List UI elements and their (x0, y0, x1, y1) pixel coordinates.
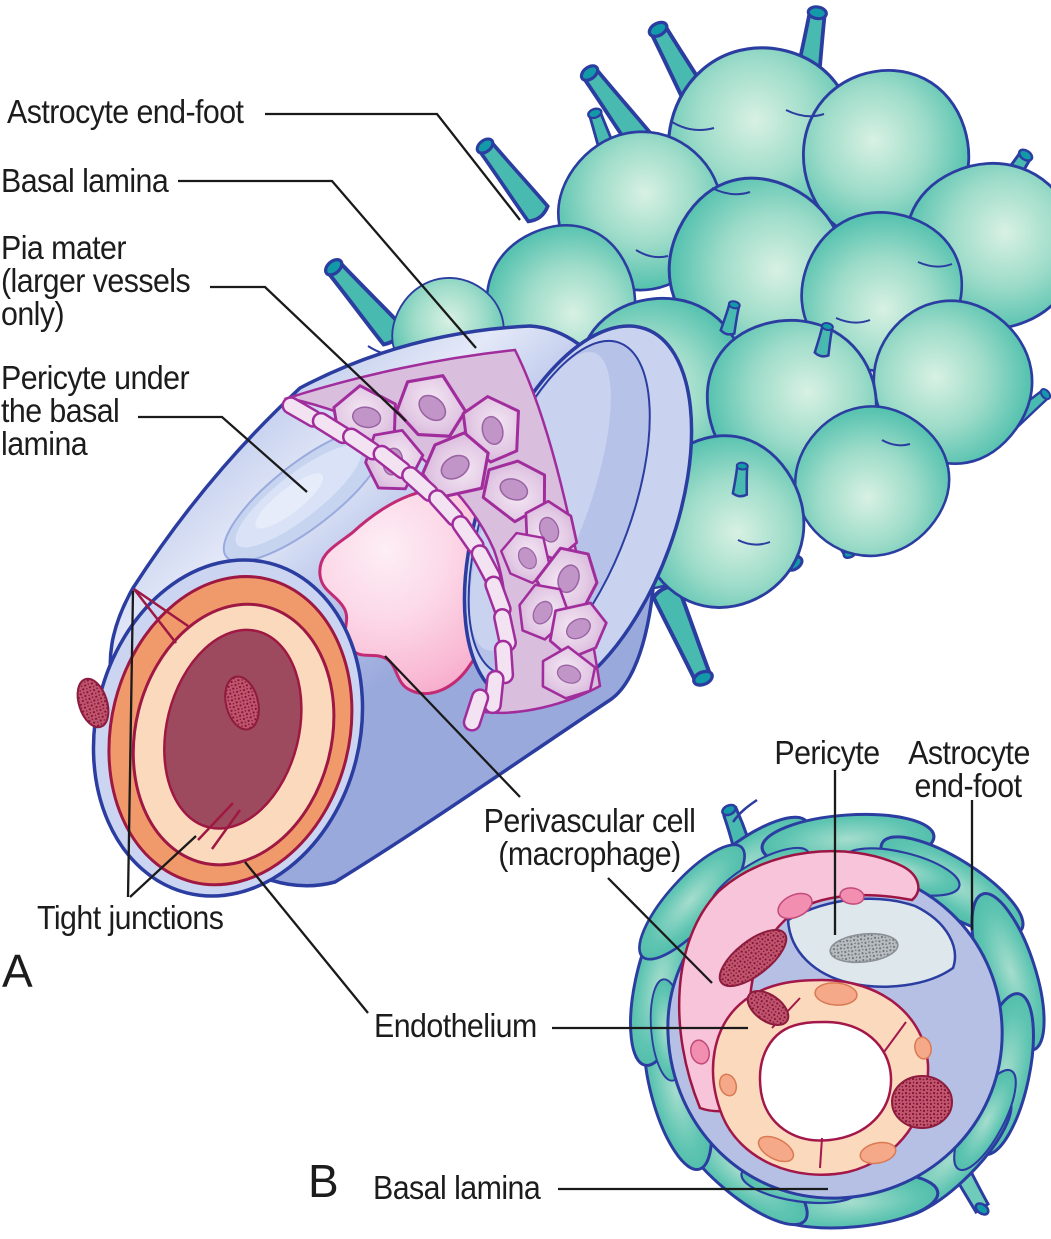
panel-letter-a: A (2, 945, 33, 997)
label-pia-mater: Pia mater (larger vessels only) (1, 229, 191, 332)
label-pericyte-under: Pericyte under the basal lamina (1, 359, 190, 462)
macrophage-nucleus (718, 928, 788, 988)
endothelial-nucleus (76, 675, 260, 731)
pericyte-nucleus (829, 932, 899, 964)
macrophage-organelles (690, 887, 865, 1065)
label-tight-junctions: Tight junctions (37, 899, 224, 936)
endothelium-organelles (718, 982, 932, 1165)
astrocyte-end-feet-mass (318, 3, 1051, 689)
endothelial-nuclei-section (746, 990, 953, 1129)
astrocyte-end-feet-ring (617, 798, 1051, 1239)
membrane-crease-lines (367, 109, 953, 546)
label-perivascular-cell: Perivascular cell (macrophage) (483, 802, 696, 872)
label-astrocyte-end-foot: Astrocyte end-foot (7, 93, 244, 130)
label-basal-lamina-b: Basal lamina (373, 1169, 541, 1206)
leader-lines (126, 112, 974, 1191)
label-basal-lamina-a: Basal lamina (1, 162, 169, 199)
pericyte-bump-under-basal-lamina (222, 427, 388, 563)
tight-junction-marks (133, 587, 242, 850)
capillary-cross-section (617, 798, 1051, 1239)
capillary-lumen (758, 1020, 893, 1142)
pia-mater-cell-sleeve (278, 348, 616, 734)
vessel-cut-end (76, 558, 365, 898)
panel-letter-b: B (308, 1155, 339, 1207)
label-pericyte-b: Pericyte (774, 734, 880, 771)
label-astrocyte-end-foot-b: Astrocyte end-foot (908, 734, 1030, 804)
label-endothelium: Endothelium (374, 1007, 537, 1044)
